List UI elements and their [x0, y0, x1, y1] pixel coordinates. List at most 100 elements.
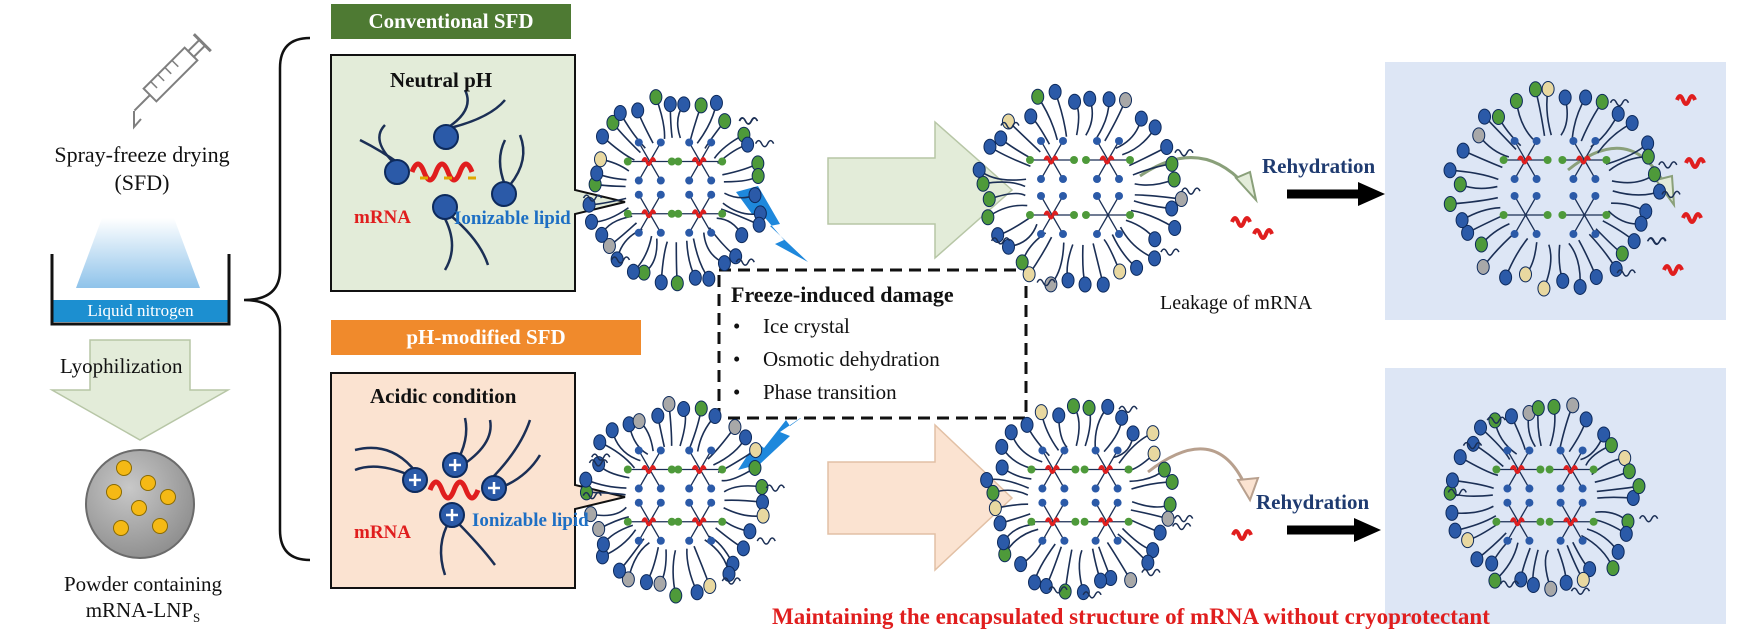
lipid-head — [1448, 522, 1462, 539]
lipid-head — [1611, 105, 1625, 122]
damage-item: •Ice crystal — [733, 314, 850, 338]
encapsulated-mrna-icon — [1044, 517, 1060, 527]
peg-chain — [1118, 405, 1138, 414]
lipid-head — [1518, 266, 1532, 283]
core-lipid-head — [667, 465, 676, 474]
lipid-head — [694, 400, 708, 417]
lipid-head — [722, 565, 736, 582]
lipid-head — [1611, 543, 1625, 560]
lipid-head — [1627, 233, 1641, 250]
lipid-head — [1076, 584, 1090, 601]
lipid-head — [1615, 245, 1629, 262]
lipid-head — [1445, 472, 1459, 489]
peg-chain — [1486, 416, 1506, 424]
core-lipid-head — [1070, 211, 1078, 219]
plus-signs — [409, 459, 500, 521]
lipid-head — [1618, 449, 1632, 466]
lipid-head — [1579, 89, 1593, 106]
lipid-head — [1476, 258, 1490, 275]
lipid-head — [1573, 278, 1587, 295]
lipid-head — [1472, 127, 1486, 144]
peg-chain — [1082, 591, 1102, 599]
peg-chain — [765, 484, 785, 492]
process-label-line1: Spray-freeze drying — [54, 142, 230, 167]
lipid-head — [1061, 272, 1075, 289]
lipid-head — [579, 471, 593, 488]
lipid-head — [708, 408, 722, 425]
core-lipid-head — [1093, 230, 1101, 239]
peg-chain — [610, 256, 631, 264]
lipid-head — [596, 536, 610, 553]
encapsulated-mrna-icon — [1509, 465, 1525, 474]
core-lipid-head — [1027, 465, 1036, 474]
conventional-banner: Conventional SFD — [368, 9, 534, 33]
core-lipid-head — [1037, 230, 1045, 239]
lipid-head — [1632, 478, 1646, 495]
lipid-head — [605, 422, 619, 439]
encapsulated-mrna-icon — [691, 209, 707, 219]
core-lipid-head — [1026, 156, 1034, 164]
lipid-head — [1455, 212, 1469, 229]
nitrogen-bath — [52, 300, 229, 322]
core-lipid-head — [1525, 498, 1534, 507]
core-lipid-head — [1556, 498, 1565, 507]
core-lipid-head — [623, 209, 632, 218]
peg-chain — [1000, 121, 1020, 130]
lipid-head — [1028, 574, 1042, 591]
lipid-head — [1595, 93, 1609, 110]
peg-chain — [1171, 522, 1192, 531]
damage-title: Freeze-induced damage — [731, 282, 954, 307]
lipid-head — [748, 187, 762, 204]
lipid-head — [1153, 524, 1167, 541]
peg-chain — [588, 459, 609, 467]
rehydration-arrow-top — [1287, 182, 1385, 206]
encapsulated-mrna-icon — [1509, 517, 1525, 527]
peg-chain — [738, 117, 759, 125]
lnp-particle-intact-top — [582, 89, 775, 292]
lipid-head — [1052, 407, 1066, 424]
lipid-head — [1066, 398, 1080, 415]
core-lipid-head — [1093, 191, 1101, 200]
core-lipid-head — [634, 484, 643, 493]
lipid-head — [1443, 196, 1457, 213]
core-lipid-head — [718, 157, 727, 166]
lipid-head — [717, 255, 731, 272]
lipid-head — [1514, 571, 1528, 588]
lipid-head — [983, 138, 997, 155]
core-lipid-head — [1556, 536, 1565, 545]
core-lipid-head — [685, 228, 694, 237]
neutral-lipid-label: Ionizable lipid — [454, 208, 571, 229]
encapsulated-mrna-icon — [641, 209, 657, 219]
lipid-head — [595, 226, 609, 243]
core-lipid-head — [656, 498, 665, 507]
neutral-mrna-label: mRNA — [354, 207, 411, 228]
lipid-head — [688, 269, 702, 286]
lipid-head — [703, 577, 717, 594]
lipid-head — [1119, 92, 1133, 109]
neutral-mrna-icon — [409, 161, 475, 183]
lipid-head — [991, 227, 1005, 244]
core-lipid-head — [1536, 517, 1545, 526]
lipid-head — [1597, 426, 1611, 443]
lipid-head — [1647, 166, 1661, 183]
core-lipid-head — [1080, 465, 1089, 474]
encapsulated-mrna-icon — [1044, 465, 1060, 474]
lipid-head — [1094, 572, 1108, 589]
core-lipid-head — [1543, 156, 1552, 164]
core-lipid-head — [634, 446, 643, 455]
lipid-head — [1044, 276, 1058, 293]
core-lipid-head — [718, 517, 727, 526]
encapsulated-mrna-icon — [1098, 517, 1114, 527]
core-lipid-head — [707, 446, 716, 455]
core-lipid-head — [1503, 498, 1512, 507]
core-lipid-head — [1578, 536, 1587, 545]
core-lipid-head — [1536, 465, 1545, 474]
core-lipid-head — [1113, 536, 1122, 545]
lipid-head — [1134, 110, 1148, 127]
lipid-head — [994, 130, 1008, 147]
process-arrow-bottom — [827, 423, 1014, 572]
core-lipid-head — [1510, 191, 1519, 200]
core-lipid-head — [1080, 517, 1089, 526]
core-lipid-head — [656, 228, 665, 237]
core-lipid-head — [707, 190, 716, 199]
